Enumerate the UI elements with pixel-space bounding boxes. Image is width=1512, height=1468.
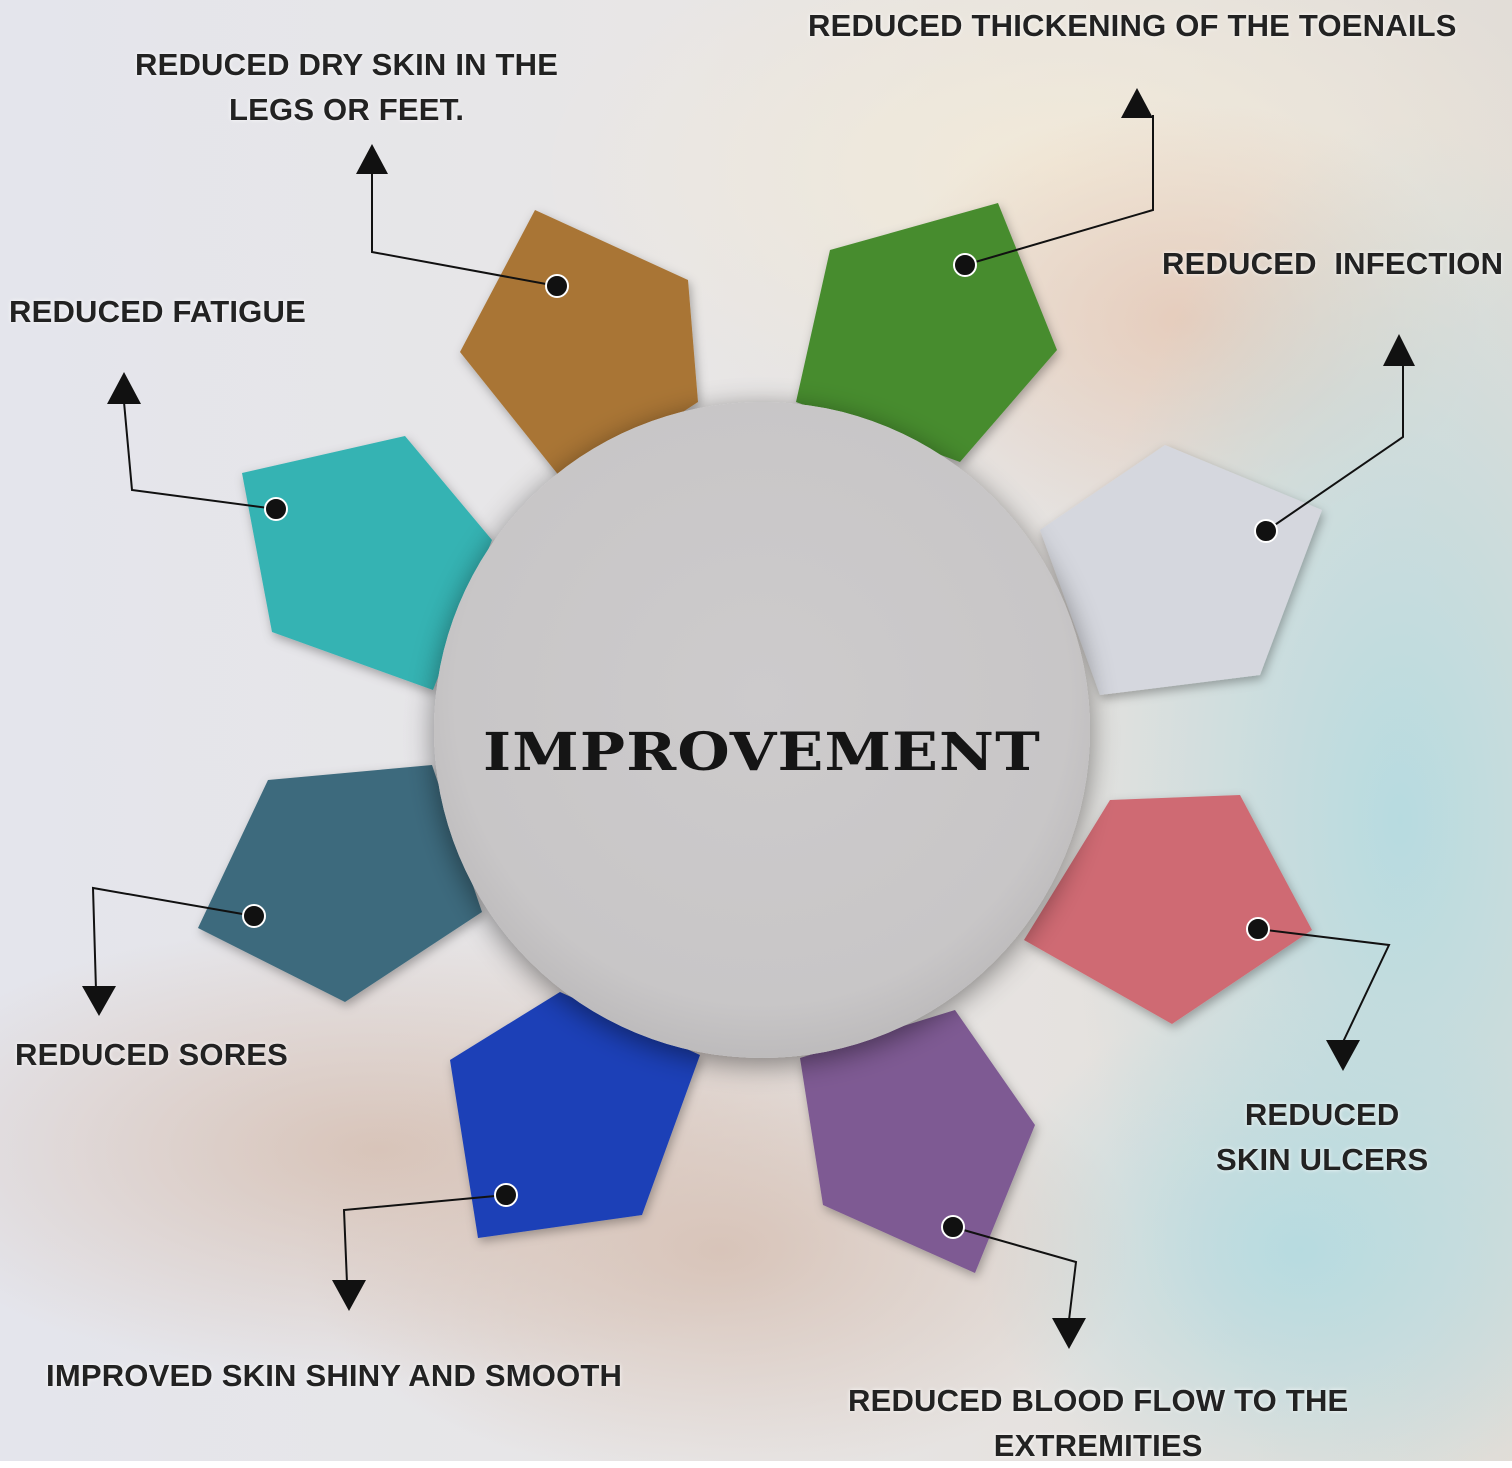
connector-fatigue: [123, 401, 277, 510]
petal-thickening: [796, 203, 1057, 462]
dot-shiny-skin: [494, 1183, 518, 1207]
connector-shiny-skin: [342, 1194, 507, 1284]
label-sores: REDUCED SORES: [15, 1037, 289, 1072]
connector-skin-ulcers: [1257, 928, 1391, 1043]
label-infection: REDUCED INFECTION: [1162, 246, 1504, 281]
petal-skin-ulcers: [1024, 795, 1312, 1024]
label-dry-skin: REDUCED DRY SKIN IN THE LEGS OR FEET.: [135, 47, 559, 127]
arrowhead-up-icon: [1121, 88, 1153, 118]
center-circle-shade: [434, 402, 1090, 1058]
arrowhead-down-icon: [82, 986, 116, 1016]
arrowhead-up-icon: [107, 372, 141, 404]
petal-sores: [198, 765, 482, 1002]
connectors: [91, 115, 1404, 1321]
connector-sores: [91, 886, 255, 991]
arrowhead-down-icon: [1326, 1040, 1360, 1071]
dot-thickening: [953, 253, 977, 277]
connector-blood-flow: [952, 1226, 1078, 1321]
arrowhead-up-icon: [356, 144, 388, 174]
dot-sores: [242, 904, 266, 928]
connector-infection: [1265, 362, 1404, 532]
petal-shiny-skin: [450, 992, 700, 1238]
center-title: IMPROVEMENT: [483, 722, 1041, 783]
dot-blood-flow: [941, 1215, 965, 1239]
dot-dry-skin: [545, 274, 569, 298]
label-blood-flow: REDUCED BLOOD FLOW TO THE EXTREMITIES: [848, 1383, 1349, 1463]
arrowheads: [82, 88, 1415, 1349]
label-skin-ulcers: REDUCED SKIN ULCERS: [1216, 1097, 1429, 1177]
label-shiny-skin: IMPROVED SKIN SHINY AND SMOOTH: [46, 1358, 623, 1393]
dot-skin-ulcers: [1246, 917, 1270, 941]
connector-thickening: [964, 115, 1154, 266]
connector-dry-skin: [371, 172, 558, 287]
arrowhead-up-icon: [1383, 334, 1415, 366]
label-thickening: REDUCED THICKENING OF THE TOENAILS: [808, 8, 1457, 43]
dot-infection: [1254, 519, 1278, 543]
petal-infection: [1040, 445, 1322, 695]
arrowhead-down-icon: [332, 1280, 366, 1311]
arrowhead-down-icon: [1052, 1318, 1086, 1349]
petal-fatigue: [242, 436, 492, 690]
connector-dots: [242, 253, 1278, 1239]
dot-fatigue: [264, 497, 288, 521]
label-fatigue: REDUCED FATIGUE: [9, 294, 306, 329]
petal-blood-flow: [800, 1010, 1035, 1273]
